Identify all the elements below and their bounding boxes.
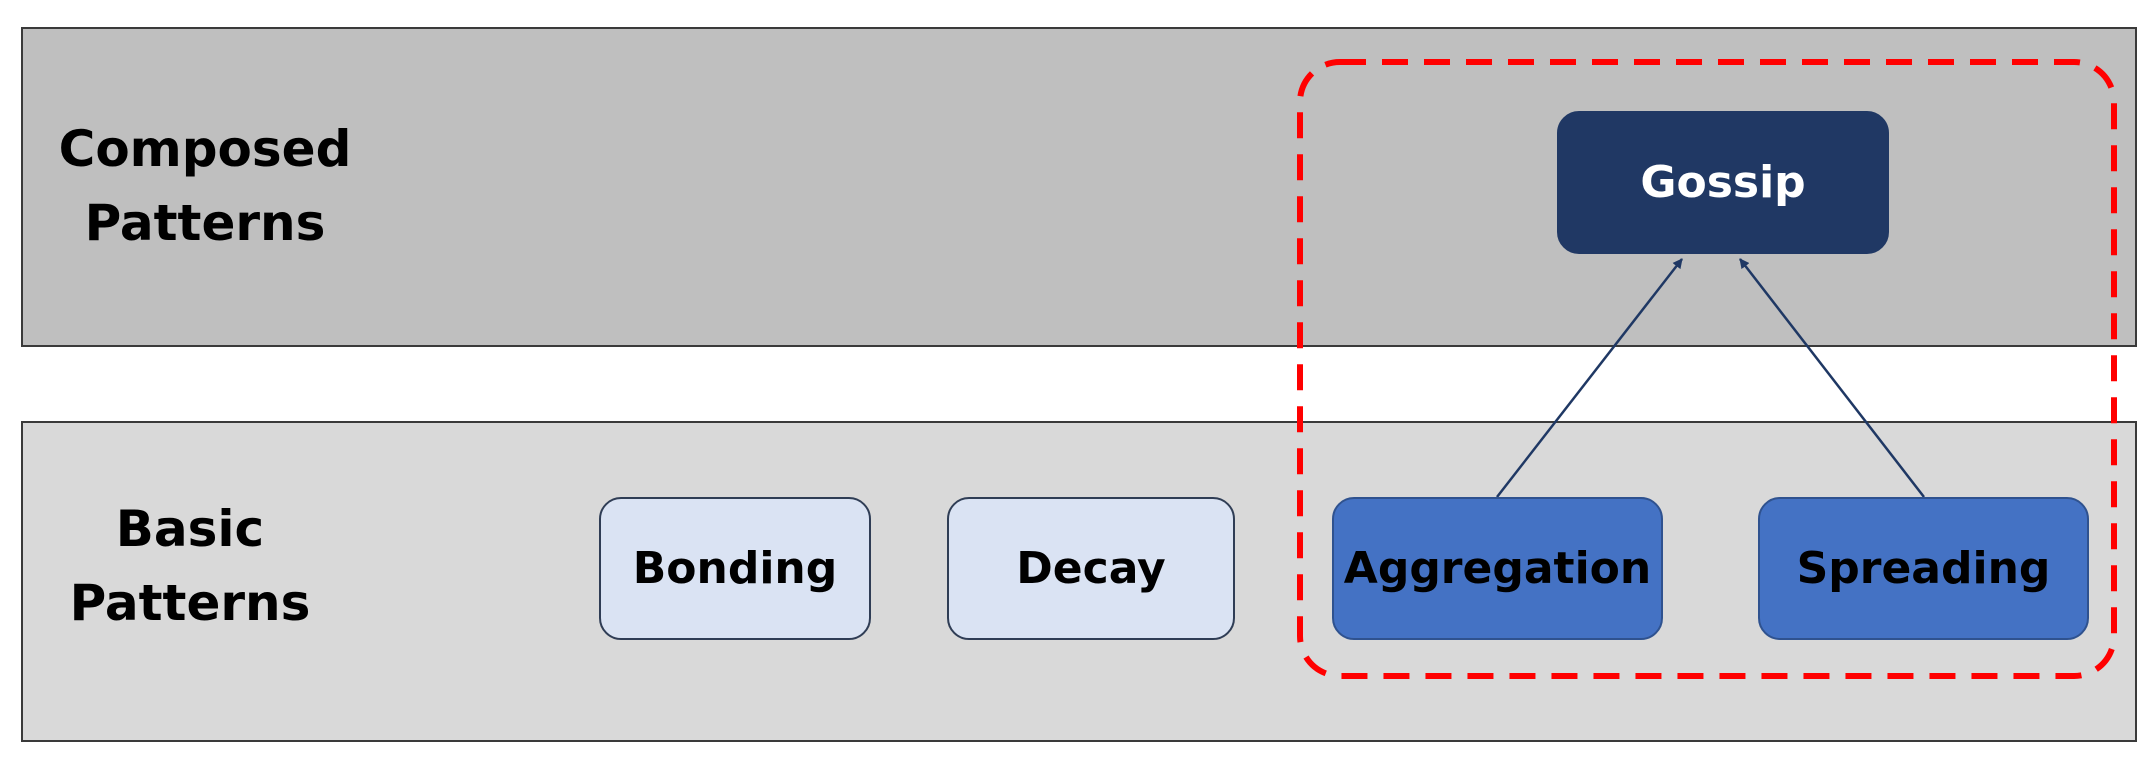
decay-label: Decay [1016, 543, 1166, 594]
decay-node[interactable]: Decay [947, 497, 1235, 640]
composed-patterns-label: Composed Patterns [40, 112, 370, 260]
gossip-label: Gossip [1640, 157, 1806, 208]
basic-patterns-label: Basic Patterns [40, 492, 340, 640]
basic-label-line2: Patterns [69, 574, 311, 632]
bonding-label: Bonding [632, 543, 838, 594]
aggregation-node[interactable]: Aggregation [1332, 497, 1663, 640]
aggregation-label: Aggregation [1343, 543, 1652, 594]
composed-label-line2: Patterns [84, 194, 326, 252]
spreading-node[interactable]: Spreading [1758, 497, 2089, 640]
composed-label-line1: Composed [58, 120, 352, 178]
spreading-label: Spreading [1796, 543, 2051, 594]
basic-label-line1: Basic [115, 500, 265, 558]
bonding-node[interactable]: Bonding [599, 497, 871, 640]
gossip-node[interactable]: Gossip [1557, 111, 1889, 254]
